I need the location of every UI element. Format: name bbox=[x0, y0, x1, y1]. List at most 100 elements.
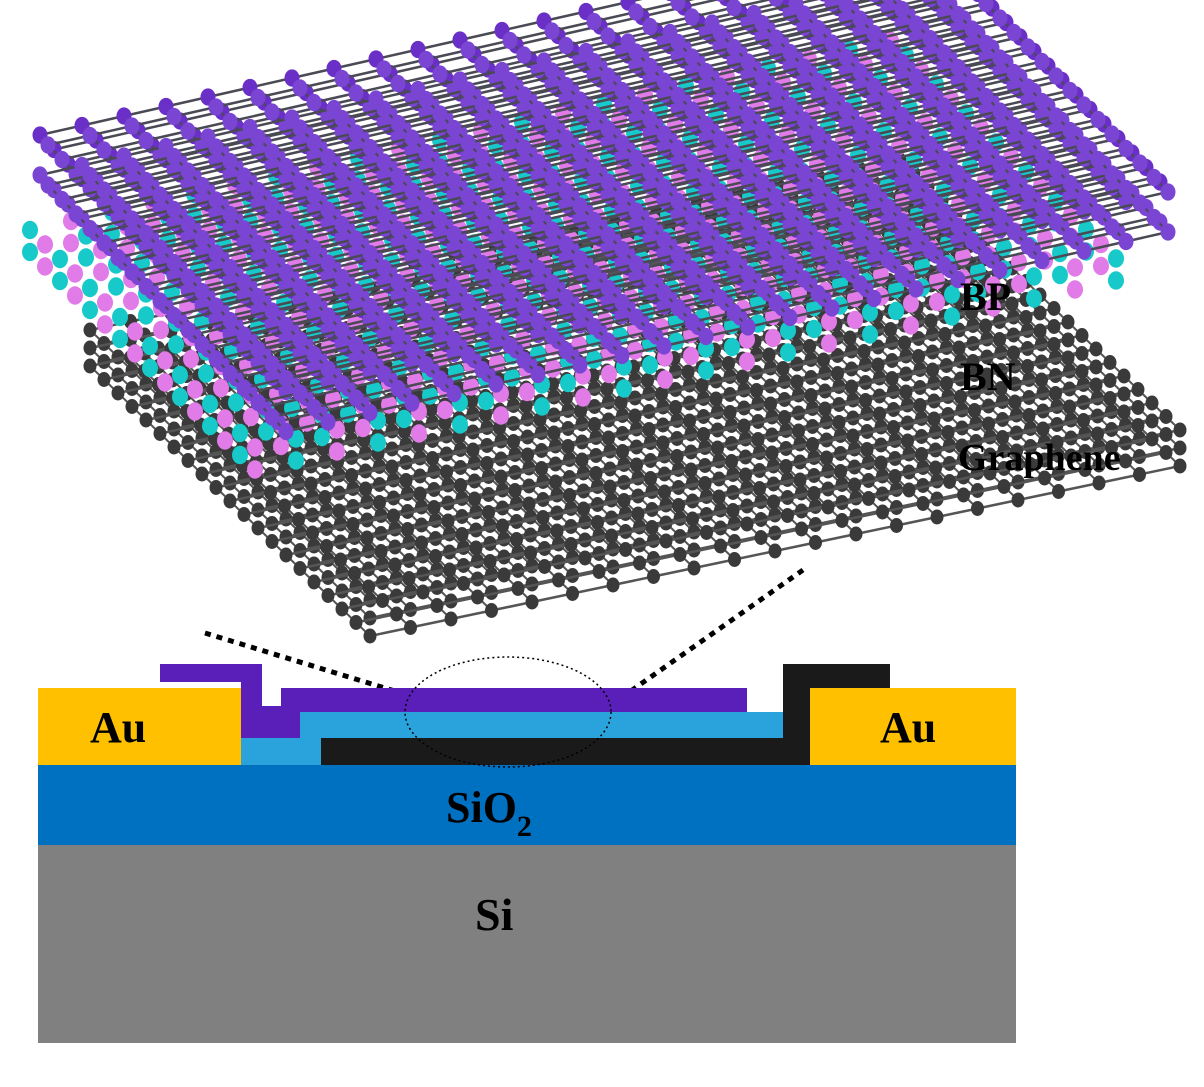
lattice-atom bbox=[791, 375, 804, 390]
lattice-atom bbox=[1174, 441, 1187, 456]
lattice-atom bbox=[1020, 310, 1033, 325]
lattice-atom bbox=[780, 459, 793, 474]
lattice-atom bbox=[602, 431, 615, 446]
lattice-atom bbox=[764, 397, 777, 412]
lattice-atom bbox=[507, 434, 520, 449]
lattice-atom bbox=[576, 453, 589, 468]
lattice-atom bbox=[819, 402, 832, 417]
lattice-atom bbox=[467, 443, 480, 458]
lattice-atom bbox=[903, 483, 916, 498]
lattice-atom bbox=[806, 320, 822, 338]
lattice-atom bbox=[127, 344, 143, 362]
lattice-atom bbox=[538, 559, 551, 574]
lattice-atom bbox=[84, 359, 97, 374]
lattice-atom bbox=[524, 546, 537, 561]
lattice-atom bbox=[386, 460, 399, 475]
lattice-atom bbox=[1146, 432, 1159, 447]
lattice-atom bbox=[884, 322, 897, 337]
lattice-atom bbox=[1048, 337, 1061, 352]
lattice-atom bbox=[780, 343, 796, 361]
lattice-atom bbox=[1049, 386, 1062, 401]
lattice-atom bbox=[862, 491, 875, 506]
lattice-atom bbox=[845, 380, 858, 395]
lattice-atom bbox=[280, 548, 293, 563]
lattice-atom bbox=[876, 505, 889, 520]
lattice-atom bbox=[1026, 289, 1042, 307]
lattice-atom bbox=[183, 350, 199, 368]
lattice-atom bbox=[329, 442, 345, 460]
lattice-atom bbox=[968, 403, 981, 418]
lattice-atom bbox=[605, 529, 618, 544]
lattice-atom bbox=[562, 439, 575, 454]
lattice-atom bbox=[844, 331, 857, 346]
lattice-atom bbox=[901, 434, 914, 449]
lattice-atom bbox=[982, 417, 995, 432]
lattice-atom bbox=[604, 480, 617, 495]
lattice-atom bbox=[642, 356, 658, 374]
lattice-atom bbox=[457, 576, 470, 591]
lattice-atom bbox=[411, 424, 427, 442]
lattice-atom bbox=[123, 292, 139, 310]
lattice-atom bbox=[728, 552, 741, 567]
lattice-atom bbox=[1035, 373, 1048, 388]
lattice-atom bbox=[926, 363, 939, 378]
lattice-atom bbox=[157, 351, 173, 369]
lattice-atom bbox=[560, 390, 573, 405]
lattice-atom bbox=[247, 438, 263, 456]
lattice-atom bbox=[794, 473, 807, 488]
lattice-atom bbox=[172, 366, 188, 384]
lattice-atom bbox=[889, 469, 902, 484]
lattice-atom bbox=[292, 512, 305, 527]
lattice-atom bbox=[108, 277, 124, 295]
lattice-atom bbox=[306, 526, 319, 541]
lattice-atom bbox=[112, 308, 128, 326]
lattice-atom bbox=[1067, 258, 1083, 276]
lattice-atom bbox=[359, 482, 372, 497]
lattice-atom bbox=[674, 547, 687, 562]
lattice-atom bbox=[97, 315, 113, 333]
lattice-atom bbox=[940, 376, 953, 391]
lattice-atom bbox=[792, 424, 805, 439]
lattice-atom bbox=[1093, 257, 1109, 275]
lattice-atom bbox=[445, 612, 458, 627]
lattice-atom bbox=[833, 415, 846, 430]
lattice-atom bbox=[601, 365, 617, 383]
lattice-atom bbox=[232, 424, 248, 442]
lattice-atom bbox=[1108, 249, 1124, 267]
lattice-atom bbox=[97, 293, 113, 311]
lattice-atom bbox=[822, 500, 835, 515]
lattice-atom bbox=[699, 476, 712, 491]
lattice-atom bbox=[238, 507, 251, 522]
lattice-atom bbox=[535, 461, 548, 476]
lattice-atom bbox=[724, 405, 737, 420]
lattice-atom bbox=[347, 517, 360, 532]
lattice-atom bbox=[903, 316, 919, 334]
lattice-atom bbox=[376, 593, 389, 608]
lattice-atom bbox=[63, 234, 79, 252]
lattice-atom bbox=[82, 279, 98, 297]
lattice-atom bbox=[873, 407, 886, 422]
lattice-atom bbox=[478, 392, 494, 410]
lattice-atom bbox=[898, 336, 911, 351]
lattice-atom bbox=[333, 504, 346, 519]
lattice-atom bbox=[683, 414, 696, 429]
lattice-atom bbox=[778, 410, 791, 425]
lattice-atom bbox=[888, 302, 904, 320]
lattice-atom bbox=[93, 263, 109, 281]
lattice-atom bbox=[396, 410, 412, 428]
lattice-atom bbox=[345, 468, 358, 483]
lattice-atom bbox=[112, 386, 125, 401]
lattice-atom bbox=[1063, 400, 1076, 415]
lattice-atom bbox=[142, 359, 158, 377]
lattice-atom bbox=[607, 578, 620, 593]
lattice-atom bbox=[859, 393, 872, 408]
lattice-atom bbox=[1012, 493, 1025, 508]
lattice-atom bbox=[644, 471, 657, 486]
lattice-atom bbox=[350, 615, 363, 630]
lattice-atom bbox=[700, 525, 713, 540]
lattice-atom bbox=[266, 534, 279, 549]
lattice-atom bbox=[322, 588, 335, 603]
lattice-atom bbox=[232, 446, 248, 464]
lattice-atom bbox=[1026, 267, 1042, 285]
lattice-atom bbox=[22, 221, 38, 239]
